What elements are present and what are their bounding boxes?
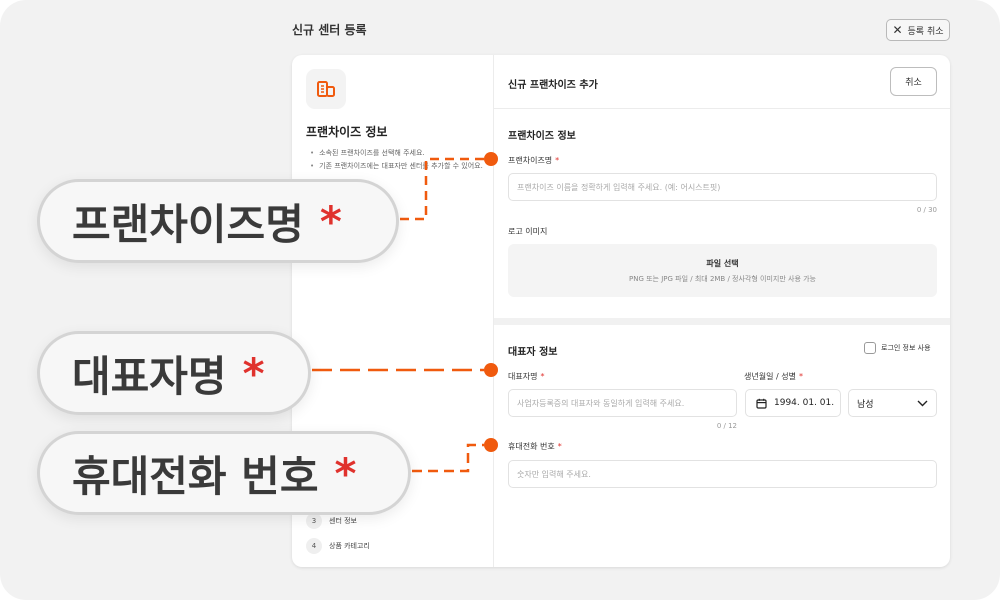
franchise-name-label-text: 프랜차이즈명 <box>508 156 553 165</box>
connector-dot <box>484 438 498 452</box>
birth-date-input[interactable]: 1994. 01. 01. <box>745 389 841 417</box>
phone-label-text: 휴대전화 번호 <box>508 442 555 451</box>
required-mark: * <box>540 372 545 381</box>
form-area: 신규 프랜차이즈 추가 취소 프랜차이즈 정보 프랜차이즈명* 프랜차이즈 이름… <box>494 55 950 567</box>
step-label: 상품 카테고리 <box>329 541 370 550</box>
connector-dot <box>484 363 498 377</box>
franchise-name-counter: 0 / 30 <box>916 206 937 214</box>
cancel-button[interactable]: 취소 <box>890 67 937 96</box>
representative-name-label: 대표자명* <box>508 371 544 382</box>
cancel-registration-button[interactable]: ✕ 등록 취소 <box>886 19 950 41</box>
connector-dot <box>484 152 498 166</box>
form-header: 신규 프랜차이즈 추가 취소 <box>494 55 950 109</box>
bullet-item: 기존 프랜차이즈에는 대표자만 센터를 추가할 수 있어요. <box>310 160 488 173</box>
building-icon <box>306 69 346 109</box>
callout-text: 프랜차이즈명 <box>72 199 304 249</box>
birth-gender-label: 생년월일 / 성별* <box>744 371 803 382</box>
callout-representative-name: 대표자명 * <box>37 331 311 415</box>
cancel-registration-label: 등록 취소 <box>907 26 944 37</box>
form-title: 신규 프랜차이즈 추가 <box>508 80 598 91</box>
representative-name-input[interactable]: 사업자등록증의 대표자와 동일하게 입력해 주세요. <box>508 389 737 417</box>
left-bullets: 소속된 프랜차이즈를 선택해 주세요. 기존 프랜차이즈에는 대표자만 센터를 … <box>310 147 488 173</box>
phone-label: 휴대전화 번호* <box>508 441 562 452</box>
close-icon: ✕ <box>892 23 903 37</box>
required-mark: * <box>798 372 803 381</box>
required-mark: * <box>555 156 560 165</box>
franchise-name-label: 프랜차이즈명* <box>508 155 559 166</box>
step-item-center-info[interactable]: 3 센터 정보 <box>306 512 370 529</box>
left-heading: 프랜차이즈 정보 <box>306 125 388 139</box>
gender-value: 남성 <box>857 399 874 410</box>
connector-line <box>400 157 484 221</box>
callout-text: 휴대전화 번호 <box>72 451 319 501</box>
step-number: 3 <box>306 512 322 529</box>
franchise-section-title: 프랜차이즈 정보 <box>508 131 576 142</box>
left-sidebar: 프랜차이즈 정보 소속된 프랜차이즈를 선택해 주세요. 기존 프랜차이즈에는 … <box>292 55 494 567</box>
step-label: 센터 정보 <box>329 516 357 525</box>
file-select-button[interactable]: 파일 선택 <box>706 259 739 268</box>
representative-section-title: 대표자 정보 <box>508 347 558 358</box>
section-divider <box>494 318 950 325</box>
franchise-name-input[interactable]: 프랜차이즈 이름을 정확하게 입력해 주세요. (예: 어시스트핏) <box>508 173 937 201</box>
checkbox-box[interactable] <box>864 342 876 354</box>
step-list: 3 센터 정보 4 상품 카테고리 <box>306 512 370 562</box>
callout-franchise-name: 프랜차이즈명 * <box>37 179 399 263</box>
callout-required-mark: * <box>242 348 265 398</box>
chevron-down-icon <box>917 400 928 406</box>
phone-input[interactable]: 숫자만 입력해 주세요. <box>508 460 937 488</box>
callout-required-mark: * <box>319 196 342 246</box>
step-item-product-category[interactable]: 4 상품 카테고리 <box>306 537 370 554</box>
calendar-icon <box>756 398 767 409</box>
callout-required-mark: * <box>334 448 357 498</box>
step-number: 4 <box>306 537 322 554</box>
birth-gender-label-text: 생년월일 / 성별 <box>744 372 796 381</box>
representative-name-label-text: 대표자명 <box>508 372 538 381</box>
callout-phone-number: 휴대전화 번호 * <box>37 431 411 515</box>
page-title: 신규 센터 등록 <box>292 23 367 37</box>
bullet-item: 소속된 프랜차이즈를 선택해 주세요. <box>310 147 488 160</box>
callout-text: 대표자명 <box>72 351 227 401</box>
connector-line <box>412 443 484 473</box>
file-hint: PNG 또는 JPG 파일 / 최대 2MB / 정사각형 이미지만 사용 가능 <box>629 275 816 283</box>
representative-name-counter: 0 / 12 <box>716 422 737 430</box>
gender-select[interactable]: 남성 <box>848 389 937 417</box>
use-login-info-checkbox[interactable]: 로그인 정보 사용 <box>864 342 931 354</box>
use-login-info-label: 로그인 정보 사용 <box>881 344 931 352</box>
birth-date-value: 1994. 01. 01. <box>774 398 835 408</box>
required-mark: * <box>557 442 562 451</box>
logo-file-dropzone[interactable]: 파일 선택 PNG 또는 JPG 파일 / 최대 2MB / 정사각형 이미지만… <box>508 244 937 297</box>
logo-image-label: 로고 이미지 <box>508 227 548 236</box>
